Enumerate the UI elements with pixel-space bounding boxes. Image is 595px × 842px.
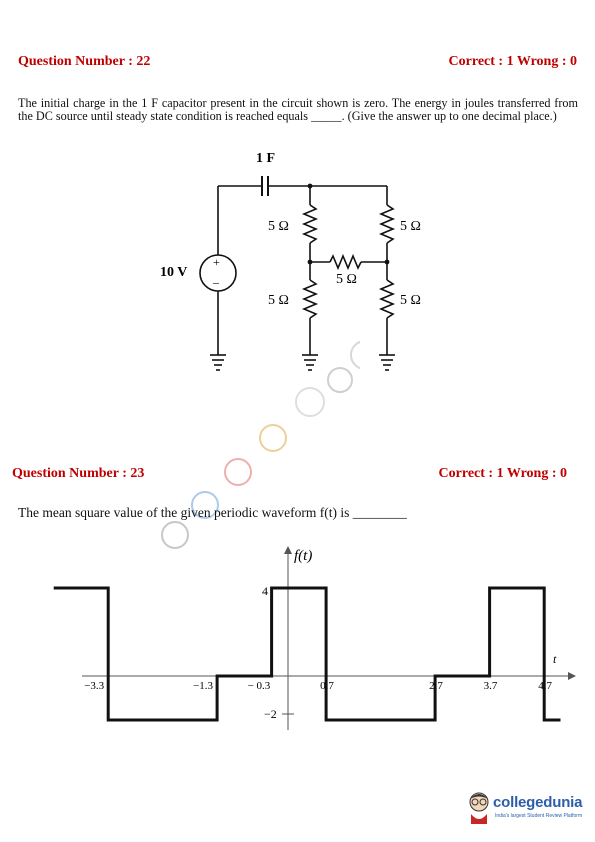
watermark-emblems: [161, 340, 360, 549]
q22-circuit-diagram: 1 F 10 V + – 5 Ω 5 Ω 5 Ω 5 Ω 5 Ω: [160, 151, 421, 371]
t-axis-arrow-icon: [568, 672, 576, 680]
q23-question-text: The mean square value of the given perio…: [18, 505, 407, 520]
brand-tagline: India's largest Student Review Platform: [495, 813, 583, 819]
f-axis-arrow-icon: [284, 546, 292, 554]
resistor-label-top-middle: 5 Ω: [268, 219, 289, 234]
source-label: 10 V: [160, 265, 187, 280]
resistor-label-bridge: 5 Ω: [336, 272, 357, 287]
x-tick-label: 3.7: [484, 680, 498, 692]
brand-logo: collegedunia India's largest Student Rev…: [465, 788, 595, 836]
q22-number: Question Number : 22: [18, 54, 151, 69]
brand-name: collegedunia: [493, 794, 583, 811]
x-axis-label: t: [553, 652, 557, 666]
student-mascot-icon: [469, 792, 489, 824]
q22-question-text: The initial charge in the 1 F capacitor …: [18, 96, 578, 123]
source-plus-sign: +: [213, 255, 220, 269]
x-tick-label: − 0.3: [248, 680, 271, 692]
high-level-label: 4: [262, 584, 268, 598]
q23-number: Question Number : 23: [12, 466, 145, 481]
waveform-line: [53, 586, 561, 722]
q22-score: Correct : 1 Wrong : 0: [448, 54, 577, 69]
source-minus-sign: –: [212, 275, 220, 289]
y-axis-label: f(t): [294, 548, 312, 564]
q23-score: Correct : 1 Wrong : 0: [438, 466, 567, 481]
resistor-label-bottom-right: 5 Ω: [400, 293, 421, 308]
resistor-label-top-right: 5 Ω: [400, 219, 421, 234]
capacitor-label: 1 F: [256, 151, 275, 166]
x-tick-label: −1.3: [193, 680, 213, 692]
resistor-label-bottom-middle: 5 Ω: [268, 293, 289, 308]
x-tick-label: −3.3: [84, 680, 104, 692]
low-level-label: −2: [264, 707, 277, 721]
